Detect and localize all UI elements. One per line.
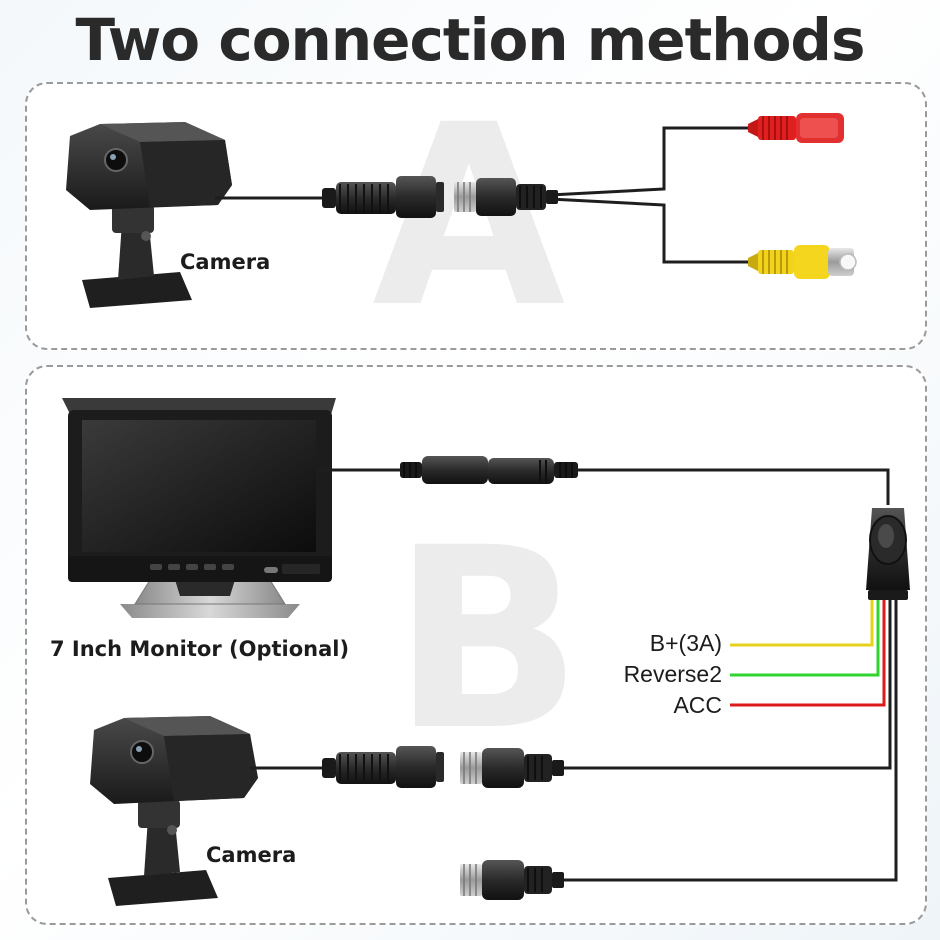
wire-label-acc: ACC <box>673 692 722 718</box>
camera-b-label: Camera <box>206 843 297 867</box>
aviation-male-connector-b1 <box>460 748 564 788</box>
monitor-label: 7 Inch Monitor (Optional) <box>50 637 350 661</box>
section-b-letter: B <box>392 494 583 785</box>
rca-yellow-connector <box>748 245 857 279</box>
monitor-cable <box>316 468 890 505</box>
monitor-connector-pair <box>400 456 578 484</box>
aviation-male-connector-a <box>454 178 558 216</box>
wiring-harness-hub <box>866 508 910 600</box>
camera-b <box>90 716 258 906</box>
harness-cables <box>560 600 898 882</box>
wire-label-b-plus: B+(3A) <box>649 630 722 656</box>
aviation-male-connector-b2 <box>460 860 564 900</box>
aviation-female-connector-b <box>322 746 444 788</box>
wire-label-reverse2: Reverse2 <box>623 661 722 687</box>
page-title: Two connection methods <box>75 6 866 74</box>
cable-a <box>215 126 752 264</box>
aviation-female-connector-a <box>322 176 444 218</box>
rca-red-connector <box>748 113 844 143</box>
camera-a-label: Camera <box>180 250 271 274</box>
camera-a <box>66 122 232 308</box>
monitor <box>62 398 336 618</box>
